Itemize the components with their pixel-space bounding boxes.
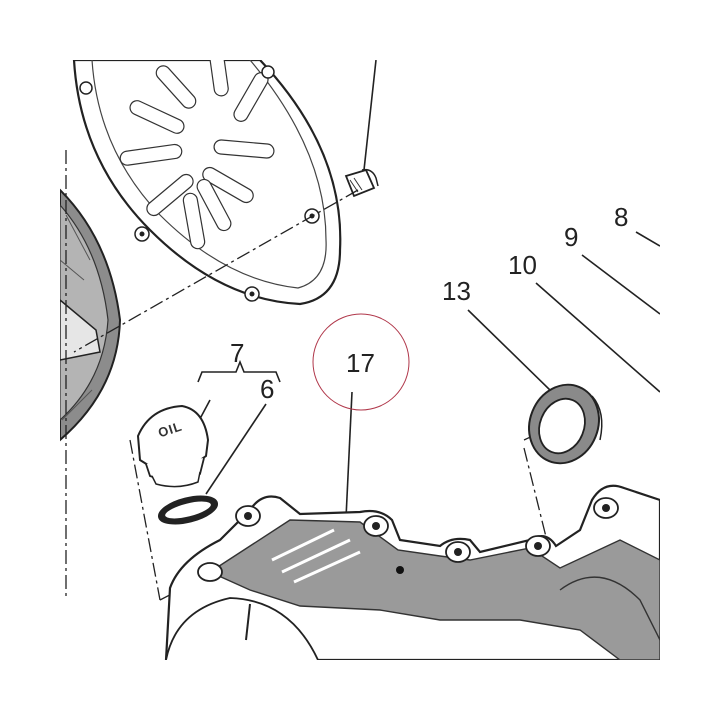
callout-17: 17: [346, 348, 375, 378]
o-ring-part: [157, 495, 219, 525]
leader-lines: [193, 60, 660, 519]
callout-10: 10: [508, 250, 537, 280]
flywheel-part: [60, 188, 122, 442]
bolt-part: [344, 168, 379, 198]
cap-label: OIL: [156, 418, 184, 440]
callout-6: 6: [260, 374, 274, 404]
callout-8: 8: [614, 202, 628, 232]
highlight-circle: [312, 313, 410, 411]
seal-ring-part: [528, 383, 603, 465]
housing-part: [164, 484, 660, 660]
callout-9: 9: [564, 222, 578, 252]
oil-filler-cap-part: OIL: [136, 404, 210, 488]
callout-7: 7: [230, 338, 244, 368]
cover-plate-part: [72, 60, 342, 306]
callout-13: 13: [442, 276, 471, 306]
